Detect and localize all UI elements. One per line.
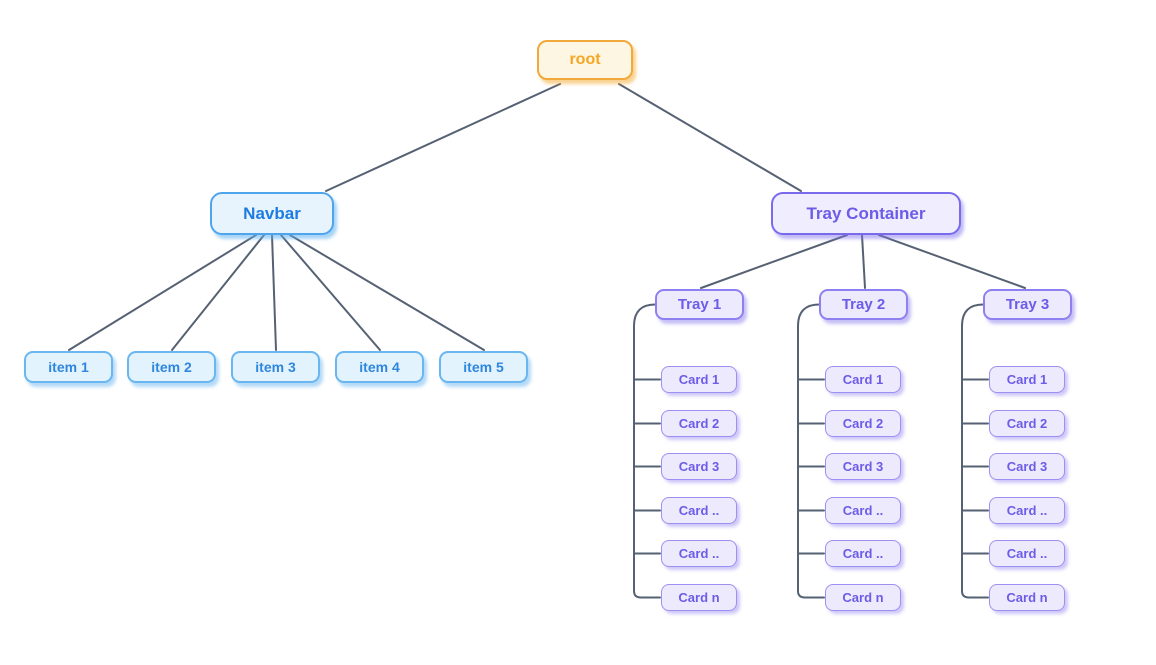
card-label: Card 2 [1006,416,1048,431]
card-label: Card .. [842,503,884,518]
node-tray3-card[interactable]: Card 3 [989,453,1065,480]
node-navbar-label: Navbar [243,203,301,223]
card-label: Card .. [1006,546,1048,561]
node-item-3-label: item 3 [255,359,296,375]
node-tray1-card[interactable]: Card 3 [661,453,737,480]
node-tray2-card[interactable]: Card .. [825,540,901,567]
node-tray2-card[interactable]: Card 3 [825,453,901,480]
node-tray1-card[interactable]: Card n [661,584,737,611]
edge-traycontainer-tray3 [878,234,1026,289]
card-label: Card n [1006,590,1048,605]
edge-navbar-item2 [171,234,265,351]
card-label: Card .. [842,546,884,561]
card-label: Card 1 [678,372,720,387]
card-label: Card 2 [678,416,720,431]
card-label: Card .. [678,546,720,561]
bracket-tray1-cards [633,303,661,599]
node-tray-1-label: Tray 1 [677,296,722,313]
node-tray3-card[interactable]: Card .. [989,497,1065,524]
card-label: Card 3 [678,459,720,474]
node-item-3[interactable]: item 3 [231,351,320,383]
bracket-tray2-cards [797,303,825,599]
node-item-1[interactable]: item 1 [24,351,113,383]
node-tray2-card[interactable]: Card .. [825,497,901,524]
node-tray-1[interactable]: Tray 1 [655,289,744,320]
node-tray-container[interactable]: Tray Container [771,192,961,235]
node-tray-2[interactable]: Tray 2 [819,289,908,320]
node-tray1-card[interactable]: Card .. [661,497,737,524]
node-item-4-label: item 4 [359,359,400,375]
edge-navbar-item3 [271,234,277,351]
node-tray3-card[interactable]: Card n [989,584,1065,611]
card-label: Card n [678,590,720,605]
card-label: Card 1 [842,372,884,387]
node-item-5-label: item 5 [463,359,504,375]
node-item-2-label: item 2 [151,359,192,375]
card-label: Card .. [678,503,720,518]
edge-root-navbar [325,83,561,192]
node-navbar[interactable]: Navbar [210,192,334,235]
card-label: Card 1 [1006,372,1048,387]
node-tray1-card[interactable]: Card 1 [661,366,737,393]
node-tray3-card[interactable]: Card 2 [989,410,1065,437]
node-tray-2-label: Tray 2 [841,296,886,313]
node-tray2-card[interactable]: Card 2 [825,410,901,437]
node-item-1-label: item 1 [48,359,89,375]
node-tray3-card[interactable]: Card 1 [989,366,1065,393]
edge-root-tray-container [618,83,802,192]
card-label: Card 3 [1006,459,1048,474]
node-tray-3-label: Tray 3 [1005,296,1050,313]
node-item-2[interactable]: item 2 [127,351,216,383]
edge-navbar-item1 [68,234,257,351]
node-item-5[interactable]: item 5 [439,351,528,383]
edge-navbar-item5 [289,234,485,351]
node-tray2-card[interactable]: Card 1 [825,366,901,393]
node-root-label: root [569,51,601,68]
node-tray2-card[interactable]: Card n [825,584,901,611]
node-tray3-card[interactable]: Card .. [989,540,1065,567]
card-label: Card 3 [842,459,884,474]
bracket-tray3-cards [961,303,989,599]
edge-traycontainer-tray2 [861,234,866,289]
edge-traycontainer-tray1 [700,234,848,289]
card-label: Card n [842,590,884,605]
node-tray-3[interactable]: Tray 3 [983,289,1072,320]
node-tray-container-label: Tray Container [806,203,926,223]
node-item-4[interactable]: item 4 [335,351,424,383]
node-tray1-card[interactable]: Card 2 [661,410,737,437]
card-label: Card 2 [842,416,884,431]
node-tray1-card[interactable]: Card .. [661,540,737,567]
node-root[interactable]: root [537,40,633,80]
edge-navbar-item4 [280,234,381,351]
card-label: Card .. [1006,503,1048,518]
